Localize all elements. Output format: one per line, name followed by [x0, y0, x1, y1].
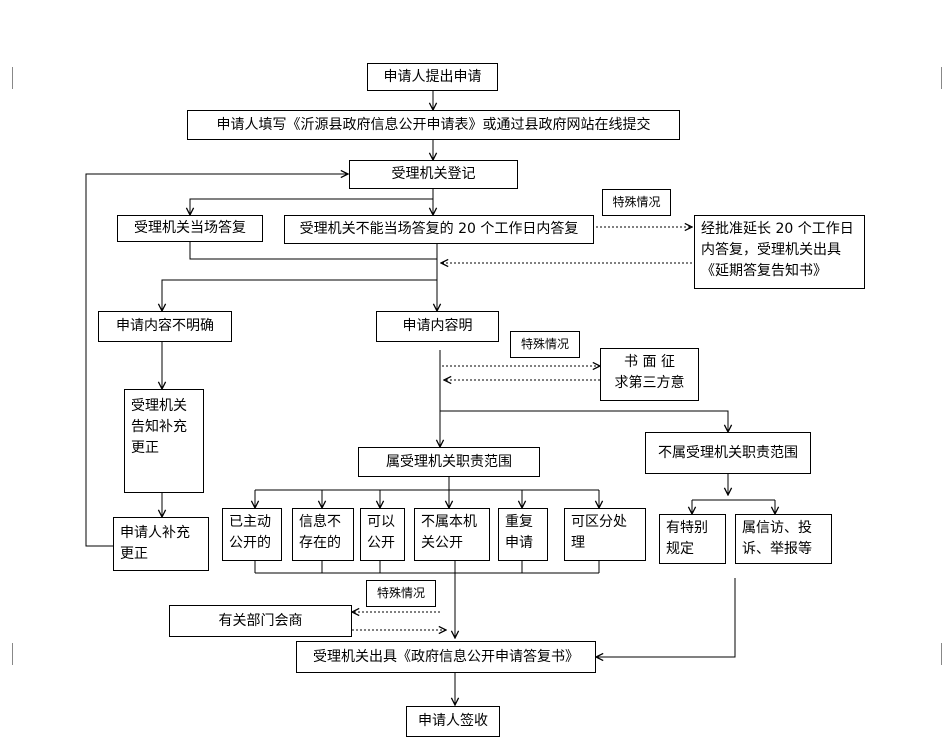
edge-to-outside	[440, 410, 728, 432]
edge-register-split	[190, 189, 434, 215]
node-public: 已主动 公开的	[222, 508, 282, 561]
edge-loop-back	[85, 174, 348, 547]
node-applicant-supplement: 申请人补充 更正	[113, 517, 209, 571]
node-duplicate: 重复 申请	[498, 508, 548, 561]
node-clear: 申请内容明	[376, 311, 499, 342]
node-not-open: 不属本机 关公开	[414, 508, 490, 561]
edge-onsite-merge	[189, 242, 437, 260]
node-special-1: 特殊情况	[602, 189, 671, 216]
node-unclear: 申请内容不明确	[98, 311, 232, 342]
node-outside-scope: 不属受理机关职责范围	[645, 432, 811, 474]
node-fill: 申请人填写《沂源县政府信息公开申请表》或通过县政府网站在线提交	[187, 110, 680, 140]
node-sign: 申请人签收	[406, 706, 500, 737]
node-petition: 属信访、投 诉、举报等	[735, 514, 832, 564]
node-extension: 经批准延长 20 个工作日 内答复，受理机关出具 《延期答复告知书》	[694, 215, 865, 289]
edge-to-unclear	[162, 279, 437, 311]
corner-mark	[941, 643, 942, 665]
corner-mark	[12, 643, 13, 665]
node-third-party: 书 面 征 求第三方意	[600, 348, 699, 401]
node-within-scope: 属受理机关职责范围	[358, 447, 540, 477]
node-not-exist: 信息不 存在的	[292, 508, 354, 561]
node-special-2: 特殊情况	[510, 331, 580, 358]
node-consult: 有关部门会商	[169, 605, 352, 637]
node-issue-reply: 受理机关出具《政府信息公开申请答复书》	[296, 641, 596, 673]
node-can-open: 可以 公开	[360, 508, 405, 561]
corner-mark	[12, 67, 13, 89]
node-special-rules: 有特别 规定	[659, 514, 726, 564]
node-partial: 可区分处 理	[564, 508, 646, 561]
node-special-3: 特殊情况	[366, 580, 436, 607]
corner-mark	[941, 67, 942, 89]
node-notify-supplement: 受理机关 告知补充 更正	[124, 389, 204, 493]
node-reply-20days: 受理机关不能当场答复的 20 个工作日内答复	[284, 215, 594, 244]
node-apply: 申请人提出申请	[367, 63, 498, 91]
edge-outside-reply	[596, 578, 736, 657]
node-register: 受理机关登记	[349, 160, 518, 189]
node-reply-onsite: 受理机关当场答复	[117, 215, 263, 242]
